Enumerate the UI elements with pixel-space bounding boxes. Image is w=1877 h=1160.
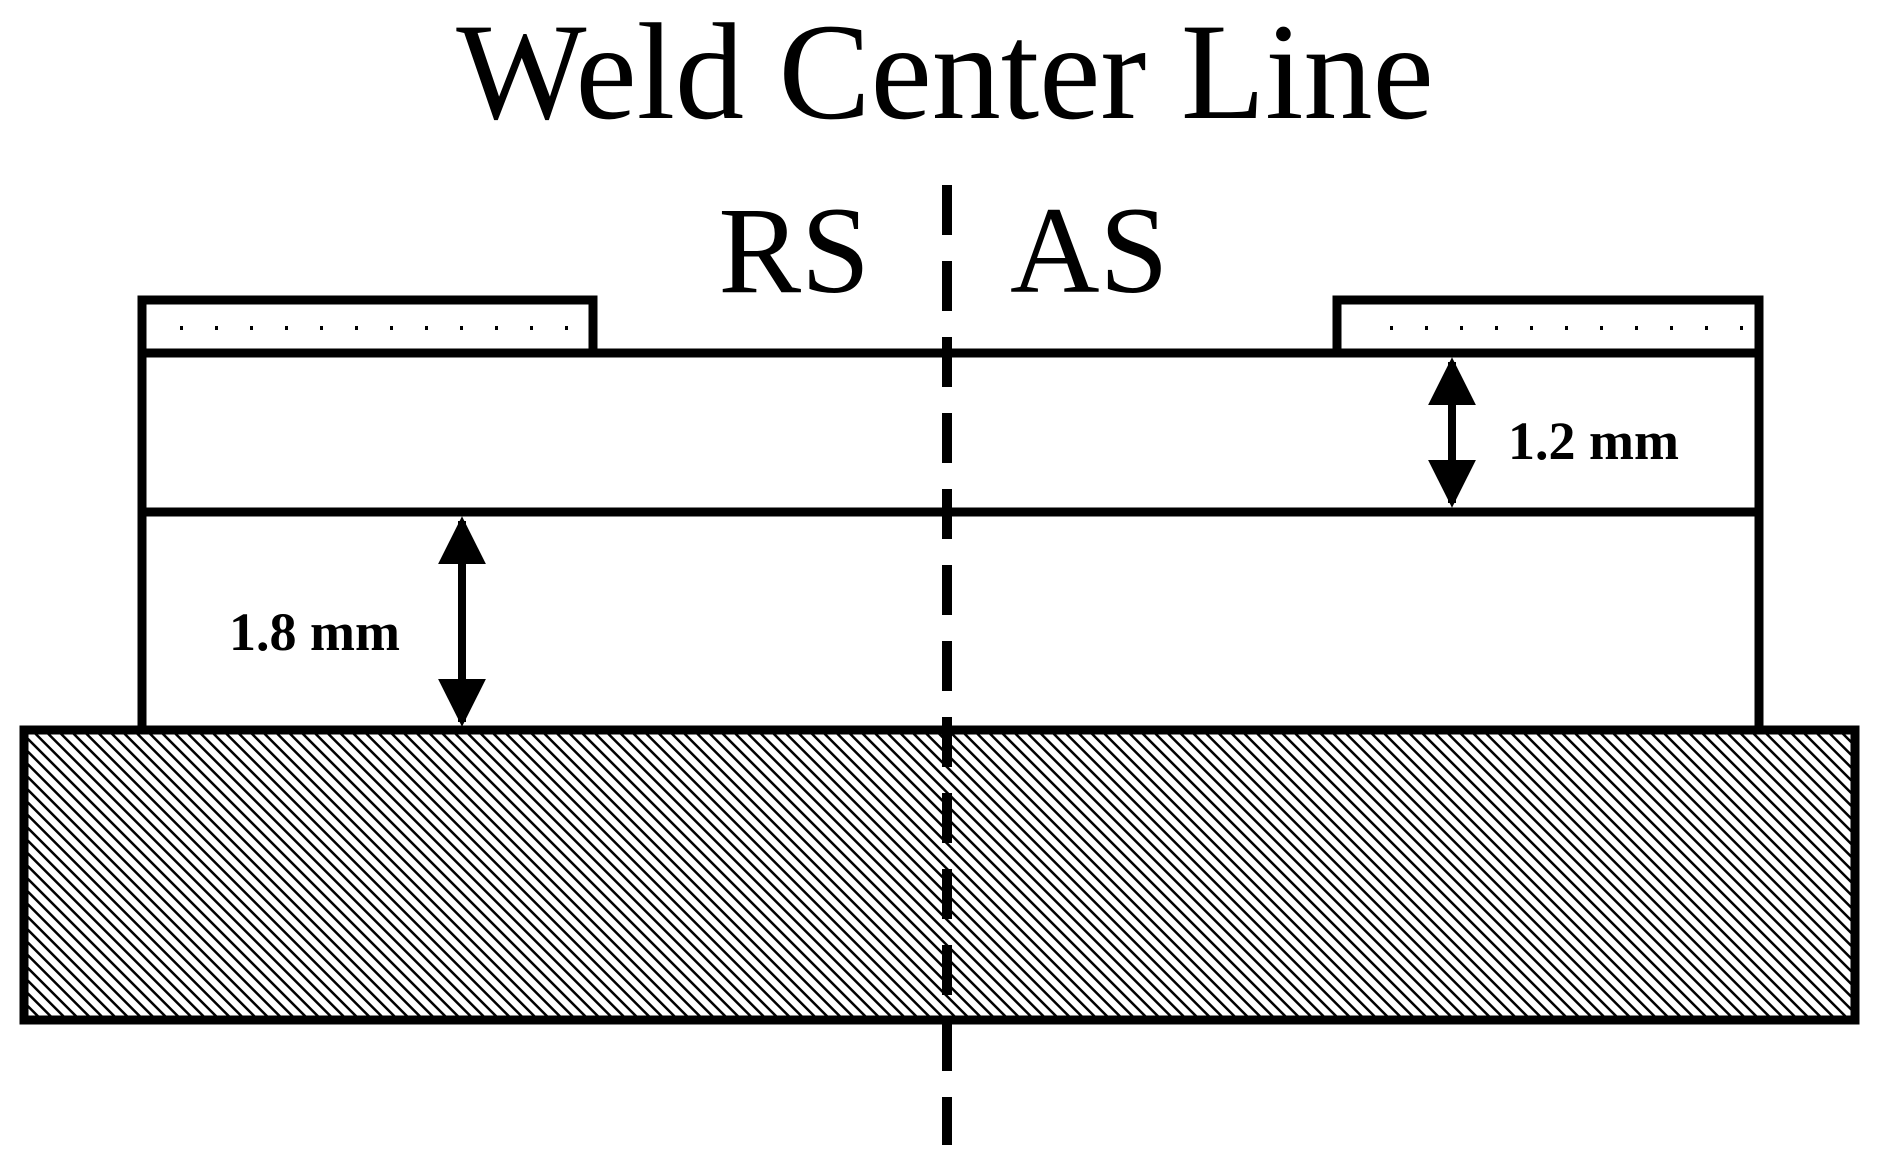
advancing-side-label: AS — [1010, 182, 1169, 319]
right-clamp — [1332, 295, 1764, 358]
retreating-side-label: RS — [718, 182, 870, 319]
upper-thickness-label: 1.2 mm — [1508, 411, 1679, 471]
backing-plate — [19, 725, 1860, 1025]
lower-sheet — [137, 507, 1764, 735]
diagram-title: Weld Center Line — [456, 0, 1434, 148]
left-clamp — [137, 295, 598, 358]
lower-thickness-label: 1.8 mm — [229, 602, 400, 662]
